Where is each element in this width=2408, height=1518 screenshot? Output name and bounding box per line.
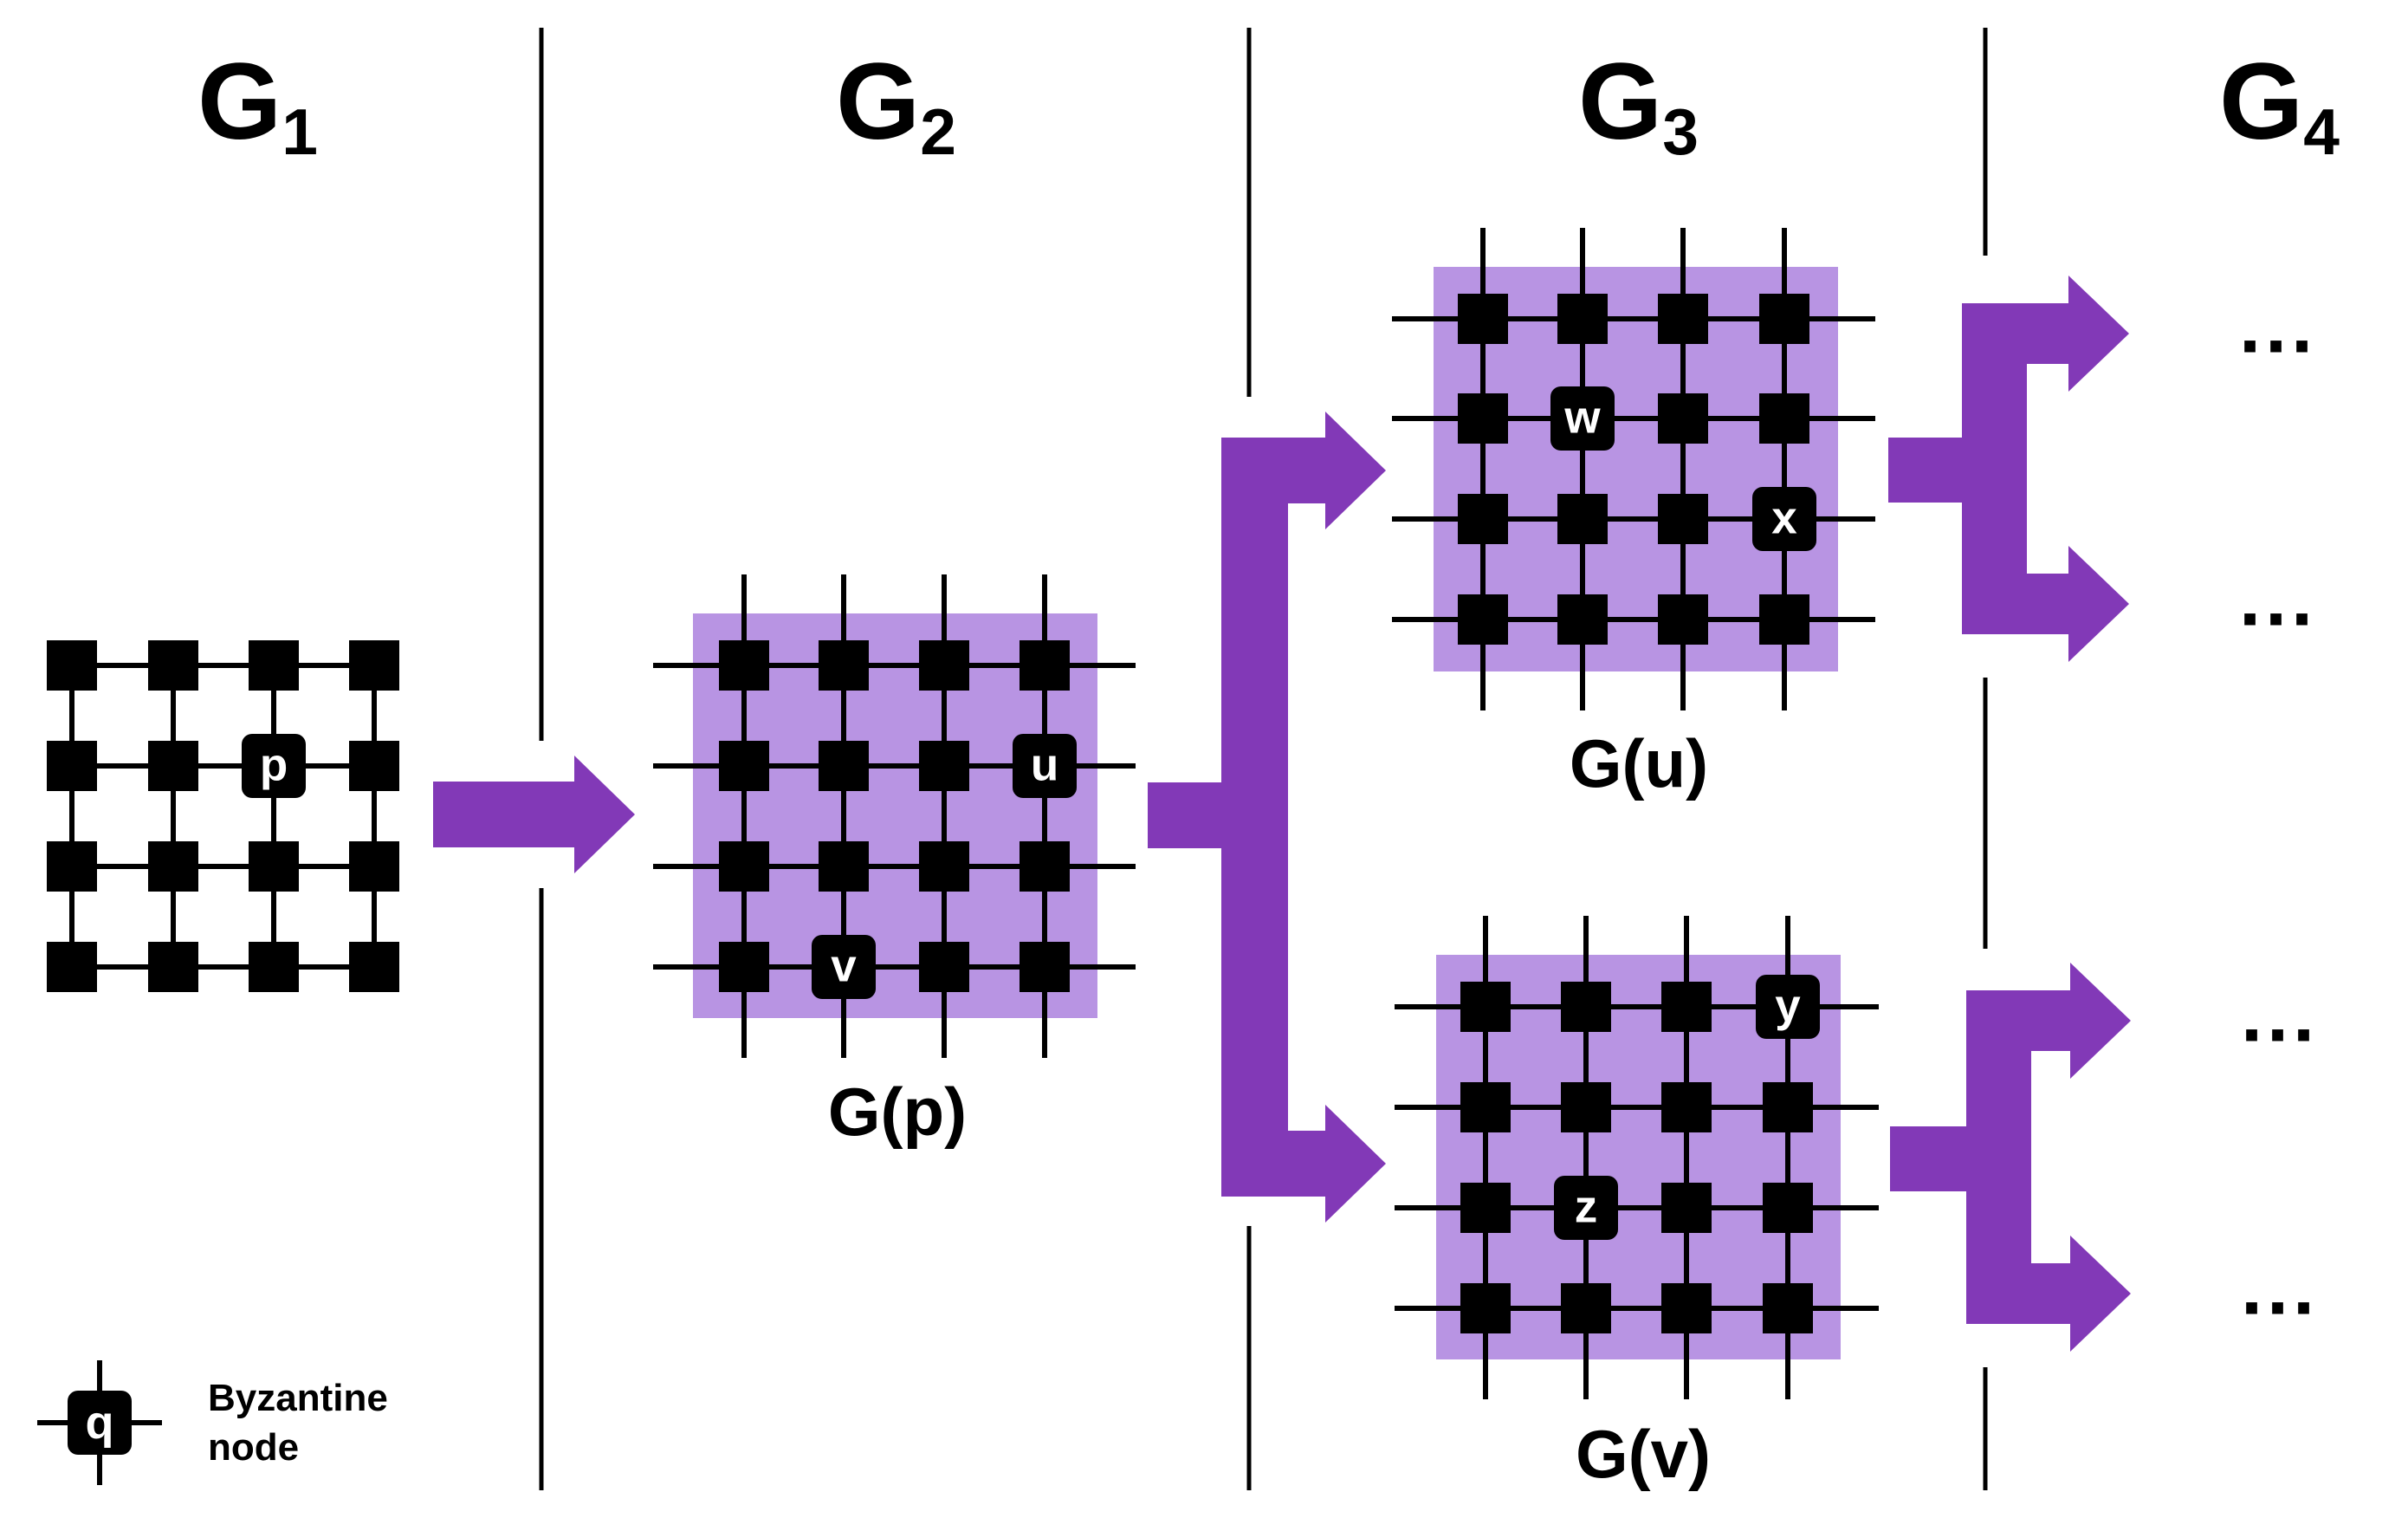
- byzantine-node-v: [812, 935, 876, 999]
- arrow-gp-branch: [1148, 412, 1386, 1223]
- node-label-y: y: [1775, 980, 1801, 1031]
- grid-node: [819, 841, 869, 892]
- byzantine-node-p: [242, 734, 306, 798]
- grid-node: [919, 741, 969, 791]
- grid-node: [1020, 640, 1070, 691]
- grid-node: [47, 640, 97, 691]
- grid-node: [1561, 982, 1611, 1032]
- legend-node-label: q: [86, 1397, 114, 1449]
- grid-node: [1020, 942, 1070, 992]
- grid-node: [349, 640, 399, 691]
- grid-node: [1557, 294, 1608, 344]
- grid-node: [1020, 841, 1070, 892]
- byzantine-node-x: [1752, 487, 1816, 551]
- grid-node: [1458, 393, 1508, 444]
- node-label-x: x: [1771, 492, 1797, 543]
- header-g4: G4: [2219, 42, 2340, 168]
- grid-node: [919, 942, 969, 992]
- byzantine-node-w: [1550, 386, 1615, 451]
- byzantine-node-z: [1554, 1176, 1618, 1240]
- grid-node: [1460, 1283, 1511, 1333]
- grid-node: [1658, 294, 1708, 344]
- grid-node: [148, 841, 198, 892]
- grid-node: [719, 942, 769, 992]
- grid-node: [349, 942, 399, 992]
- grid-node: [1763, 1183, 1813, 1233]
- header-g2: G2: [836, 42, 956, 168]
- node-label-u: u: [1031, 739, 1058, 790]
- arrow-gv-branch: [1890, 963, 2131, 1352]
- node-label-v: v: [831, 940, 857, 991]
- grid-node: [1759, 393, 1809, 444]
- grid-node: [148, 741, 198, 791]
- node-label-w: w: [1563, 392, 1601, 443]
- legend-line1: Byzantine: [208, 1377, 388, 1419]
- grid-node: [1661, 982, 1712, 1032]
- grid-node: [1458, 294, 1508, 344]
- legend-node-square: [68, 1391, 132, 1455]
- node-label-z: z: [1575, 1181, 1598, 1232]
- grid-g1: p: [47, 640, 399, 992]
- ellipsis-3: ···: [2241, 992, 2319, 1079]
- header-g3: G3: [1578, 42, 1699, 168]
- grid-node: [148, 640, 198, 691]
- grid-node: [1458, 594, 1508, 645]
- grid-node: [819, 640, 869, 691]
- grid-node: [919, 841, 969, 892]
- grid-node: [249, 942, 299, 992]
- grid-node: [148, 942, 198, 992]
- grid-node: [1763, 1082, 1813, 1132]
- ellipsis-2: ···: [2239, 576, 2317, 663]
- grid-node: [719, 841, 769, 892]
- grid-node: [1759, 594, 1809, 645]
- grid-node: [1658, 594, 1708, 645]
- grid-node: [1557, 594, 1608, 645]
- label-gu: G(u): [1570, 725, 1708, 801]
- label-gv: G(v): [1576, 1416, 1711, 1492]
- grid-node: [719, 741, 769, 791]
- grid-node: [249, 640, 299, 691]
- legend: q Byzantine node: [37, 1360, 388, 1485]
- grid-gv: yz: [1395, 916, 1879, 1399]
- byzantine-node-y: [1756, 975, 1820, 1039]
- grid-node: [1561, 1283, 1611, 1333]
- ellipsis-4: ···: [2241, 1265, 2319, 1352]
- grid-gu: wx: [1392, 228, 1875, 710]
- grid-node: [1458, 494, 1508, 544]
- grid-node: [47, 942, 97, 992]
- byzantine-node-u: [1013, 734, 1077, 798]
- label-gp: G(p): [828, 1074, 967, 1150]
- grid-node: [1658, 494, 1708, 544]
- grid-node: [1661, 1183, 1712, 1233]
- grid-node: [1460, 982, 1511, 1032]
- grid-node: [1661, 1283, 1712, 1333]
- node-label-p: p: [260, 739, 288, 790]
- grid-node: [47, 741, 97, 791]
- grid-node: [47, 841, 97, 892]
- legend-byzantine-node-icon: q: [37, 1360, 162, 1485]
- grid-node: [1460, 1082, 1511, 1132]
- grid-node: [349, 841, 399, 892]
- grid-node: [919, 640, 969, 691]
- grid-node: [1460, 1183, 1511, 1233]
- grid-node: [1557, 494, 1608, 544]
- grid-node: [1661, 1082, 1712, 1132]
- grid-node: [249, 841, 299, 892]
- grid-edges: [69, 663, 377, 970]
- grid-gp: uv: [653, 574, 1136, 1058]
- ellipsis-1: ···: [2239, 303, 2317, 390]
- grid-node: [719, 640, 769, 691]
- arrow-gu-branch: [1888, 276, 2129, 662]
- grid-node: [1759, 294, 1809, 344]
- header-g1: G1: [197, 42, 318, 168]
- grid-node: [1763, 1283, 1813, 1333]
- grid-node: [349, 741, 399, 791]
- grid-node: [819, 741, 869, 791]
- arrow-g1-to-gp: [433, 756, 635, 873]
- grid-node: [1561, 1082, 1611, 1132]
- grid-node: [1658, 393, 1708, 444]
- column-dividers: [539, 28, 1988, 1490]
- legend-line2: node: [208, 1426, 299, 1469]
